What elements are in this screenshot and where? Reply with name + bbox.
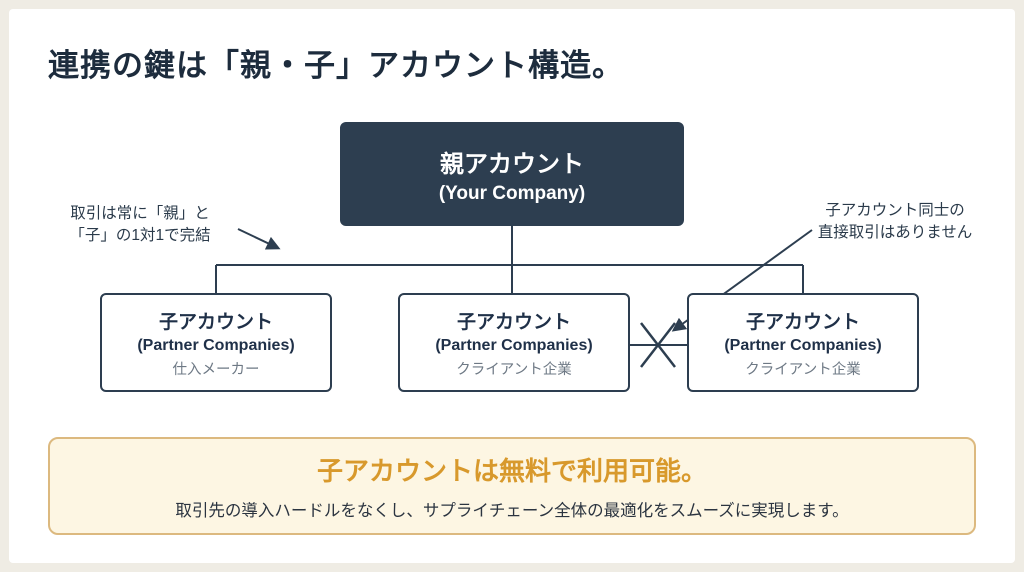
annotation-line: 「子」の1対1で完結 bbox=[69, 227, 211, 245]
free-account-banner: 子アカウントは無料で利用可能。 取引先の導入ハードルをなくし、サプライチェーン全… bbox=[48, 437, 976, 535]
child-account-role: クライアント企業 bbox=[745, 361, 861, 378]
child-account-box-client-1: 子アカウント (Partner Companies) クライアント企業 bbox=[398, 293, 630, 392]
parent-account-box: 親アカウント (Your Company) bbox=[340, 122, 684, 226]
child-account-title: 子アカウント bbox=[745, 311, 860, 333]
annotation-line: 直接取引はありません bbox=[817, 224, 973, 242]
child-account-box-supplier: 子アカウント (Partner Companies) 仕入メーカー bbox=[100, 293, 332, 392]
annotation-no-direct-trade: 子アカウント同士の 直接取引はありません bbox=[805, 200, 985, 245]
banner-subtitle: 取引先の導入ハードルをなくし、サプライチェーン全体の最適化をスムーズに実現します… bbox=[175, 502, 849, 520]
child-account-box-client-2: 子アカウント (Partner Companies) クライアント企業 bbox=[687, 293, 919, 392]
annotation-line: 子アカウント同士の bbox=[825, 202, 965, 219]
child-account-role: クライアント企業 bbox=[456, 361, 572, 378]
child-account-title: 子アカウント bbox=[456, 311, 571, 333]
banner-title: 子アカウントは無料で利用可能。 bbox=[316, 456, 707, 486]
child-account-role: 仕入メーカー bbox=[172, 361, 260, 378]
page-title: 連携の鍵は「親・子」アカウント構造。 bbox=[48, 48, 624, 83]
parent-account-subtitle: (Your Company) bbox=[438, 182, 586, 204]
annotation-one-to-one: 取引は常に「親」と 「子」の1対1で完結 bbox=[40, 203, 240, 248]
parent-account-title: 親アカウント bbox=[440, 150, 584, 178]
child-account-subtitle: (Partner Companies) bbox=[137, 336, 295, 354]
child-account-title: 子アカウント bbox=[158, 311, 273, 333]
child-account-subtitle: (Partner Companies) bbox=[435, 336, 593, 354]
annotation-line: 取引は常に「親」と bbox=[70, 205, 210, 222]
child-account-subtitle: (Partner Companies) bbox=[724, 336, 882, 354]
